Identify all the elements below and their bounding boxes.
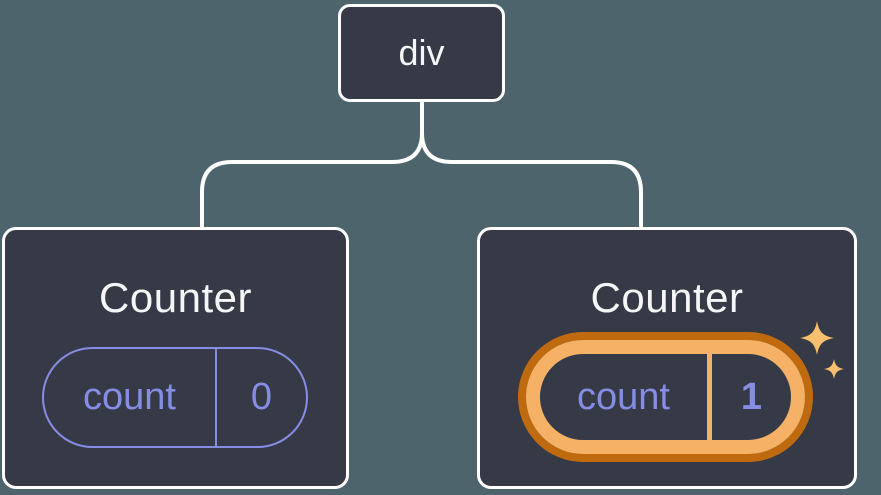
state-value-cell: 1 [712, 354, 791, 440]
sparkles-icon [800, 321, 844, 379]
state-key-label: count [577, 375, 670, 418]
connector-right-branch [420, 132, 643, 232]
state-value: 0 [250, 376, 273, 418]
state-value-cell: 0 [217, 349, 306, 446]
root-node-label: div [398, 32, 445, 73]
connector-left-branch [200, 132, 424, 232]
counter-title: Counter [99, 274, 252, 321]
state-key-cell: count [44, 349, 217, 446]
counter-title: Counter [590, 274, 744, 321]
counter-node-left: Counter count 0 [2, 227, 349, 489]
state-key-cell: count [540, 354, 712, 440]
state-value: 1 [740, 375, 763, 418]
counter-node-right: Counter count 1 [477, 227, 857, 489]
state-pill: count 0 [42, 347, 308, 448]
state-pill-highlighted: count 1 [518, 332, 813, 462]
sparkle-small-icon [824, 359, 844, 379]
root-node: div [338, 4, 505, 102]
sparkle-large-icon [800, 321, 834, 355]
state-key-label: count [83, 376, 176, 418]
